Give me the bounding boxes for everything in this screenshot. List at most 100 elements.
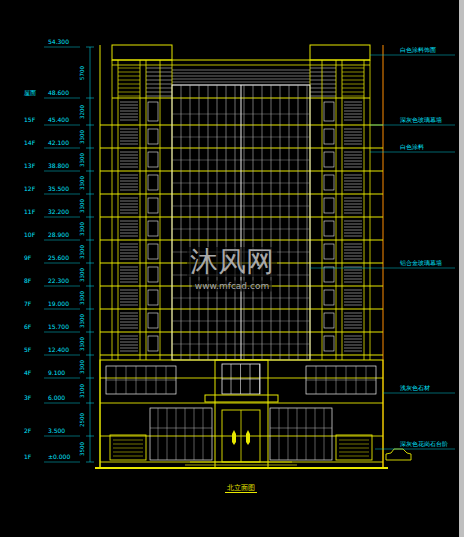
drawing-line	[146, 76, 172, 77]
drawing-line	[113, 444, 143, 445]
drawing-line	[120, 204, 138, 205]
drawing-line	[339, 448, 369, 449]
drawing-rect	[324, 244, 334, 259]
drawing-line	[120, 270, 138, 271]
drawing-line	[120, 233, 138, 234]
drawing-line	[120, 351, 138, 352]
drawing-rect	[148, 221, 158, 236]
drawing-line	[339, 452, 369, 453]
drawing-rect	[110, 435, 146, 460]
drawing-line	[120, 267, 138, 268]
drawing-line	[344, 204, 362, 205]
drawing-line	[120, 236, 138, 237]
drawing-line	[44, 403, 80, 404]
drawing-line	[270, 428, 332, 429]
drawing-line	[112, 60, 113, 360]
drawing-rect	[148, 313, 158, 328]
drawing-rect	[100, 360, 383, 468]
drawing-rect	[148, 198, 158, 213]
drawing-line	[383, 393, 455, 394]
drawing-line	[344, 167, 362, 168]
drawing-line	[344, 213, 362, 214]
drawing-line	[120, 129, 138, 130]
floor-name: 5F	[24, 347, 31, 353]
drawing-line	[118, 88, 140, 89]
material-callout: 白色涂料饰面	[400, 47, 436, 53]
elevation-value: ±0.000	[48, 454, 70, 460]
drawing-line	[297, 408, 298, 460]
drawing-line	[120, 213, 138, 214]
elevation-value: 22.300	[48, 278, 69, 284]
drawing-line	[342, 60, 343, 360]
drawing-line	[120, 135, 138, 136]
dimension-value: 3300	[80, 268, 86, 282]
drawing-line	[120, 201, 138, 202]
drawing-line	[344, 227, 362, 228]
drawing-line	[120, 207, 138, 208]
drawing-line	[172, 82, 310, 83]
drawing-line	[262, 85, 263, 360]
drawing-line	[120, 227, 138, 228]
drawing-rect	[324, 175, 334, 190]
drawing-line	[146, 80, 172, 81]
drawing-rect	[148, 152, 158, 167]
drawing-line	[344, 325, 362, 326]
dimension-value: 3300	[80, 199, 86, 213]
drawing-line	[100, 378, 383, 379]
drawing-line	[120, 152, 138, 153]
floor-name: 7F	[24, 301, 31, 307]
drawing-line	[344, 305, 362, 306]
drawing-line	[120, 250, 138, 251]
drawing-line	[344, 256, 362, 257]
drawing-line	[344, 259, 362, 260]
drawing-line	[120, 164, 138, 165]
drawing-line	[344, 322, 362, 323]
drawing-line	[289, 85, 290, 360]
elevation-value: 42.100	[48, 140, 69, 146]
drawing-rect	[148, 290, 158, 305]
drawing-line	[344, 152, 362, 153]
drawing-line	[344, 270, 362, 271]
drawing-line	[310, 68, 336, 69]
drawing-line	[120, 114, 138, 115]
drawing-rect	[306, 366, 376, 394]
drawing-line	[172, 79, 310, 80]
drawing-line	[344, 339, 362, 340]
drawing-line	[120, 296, 138, 297]
drawing-line	[344, 117, 362, 118]
elevation-value: 9.100	[48, 370, 65, 376]
drawing-line	[112, 65, 370, 66]
drawing-line	[100, 403, 383, 404]
drawing-line	[344, 161, 362, 162]
drawing-rect	[324, 313, 334, 328]
drawing-line	[344, 187, 362, 188]
drawing-line	[120, 247, 138, 248]
drawing-line	[44, 47, 80, 48]
drawing-line	[44, 171, 80, 172]
drawing-line	[120, 290, 138, 291]
drawing-line	[44, 98, 80, 99]
drawing-line	[344, 316, 362, 317]
drawing-rect	[324, 221, 334, 236]
drawing-line	[364, 60, 365, 360]
drawing-line	[344, 175, 362, 176]
drawing-line	[344, 221, 362, 222]
drawing-line	[344, 198, 362, 199]
drawing-line	[172, 70, 310, 71]
figure-symbol	[232, 430, 236, 445]
drawing-line	[172, 73, 310, 74]
drawing-line	[344, 138, 362, 139]
drawing-line	[120, 348, 138, 349]
elevation-value: 35.500	[48, 186, 69, 192]
drawing-line	[344, 155, 362, 156]
car-symbol	[386, 449, 411, 460]
drawing-line	[146, 72, 172, 73]
drawing-line	[172, 76, 310, 77]
drawing-line	[344, 299, 362, 300]
drawing-line	[315, 408, 316, 460]
drawing-line	[344, 244, 362, 245]
floor-name: 15F	[24, 117, 35, 123]
building-strokes	[44, 45, 455, 468]
drawing-line	[203, 408, 204, 460]
drawing-line	[342, 96, 364, 97]
